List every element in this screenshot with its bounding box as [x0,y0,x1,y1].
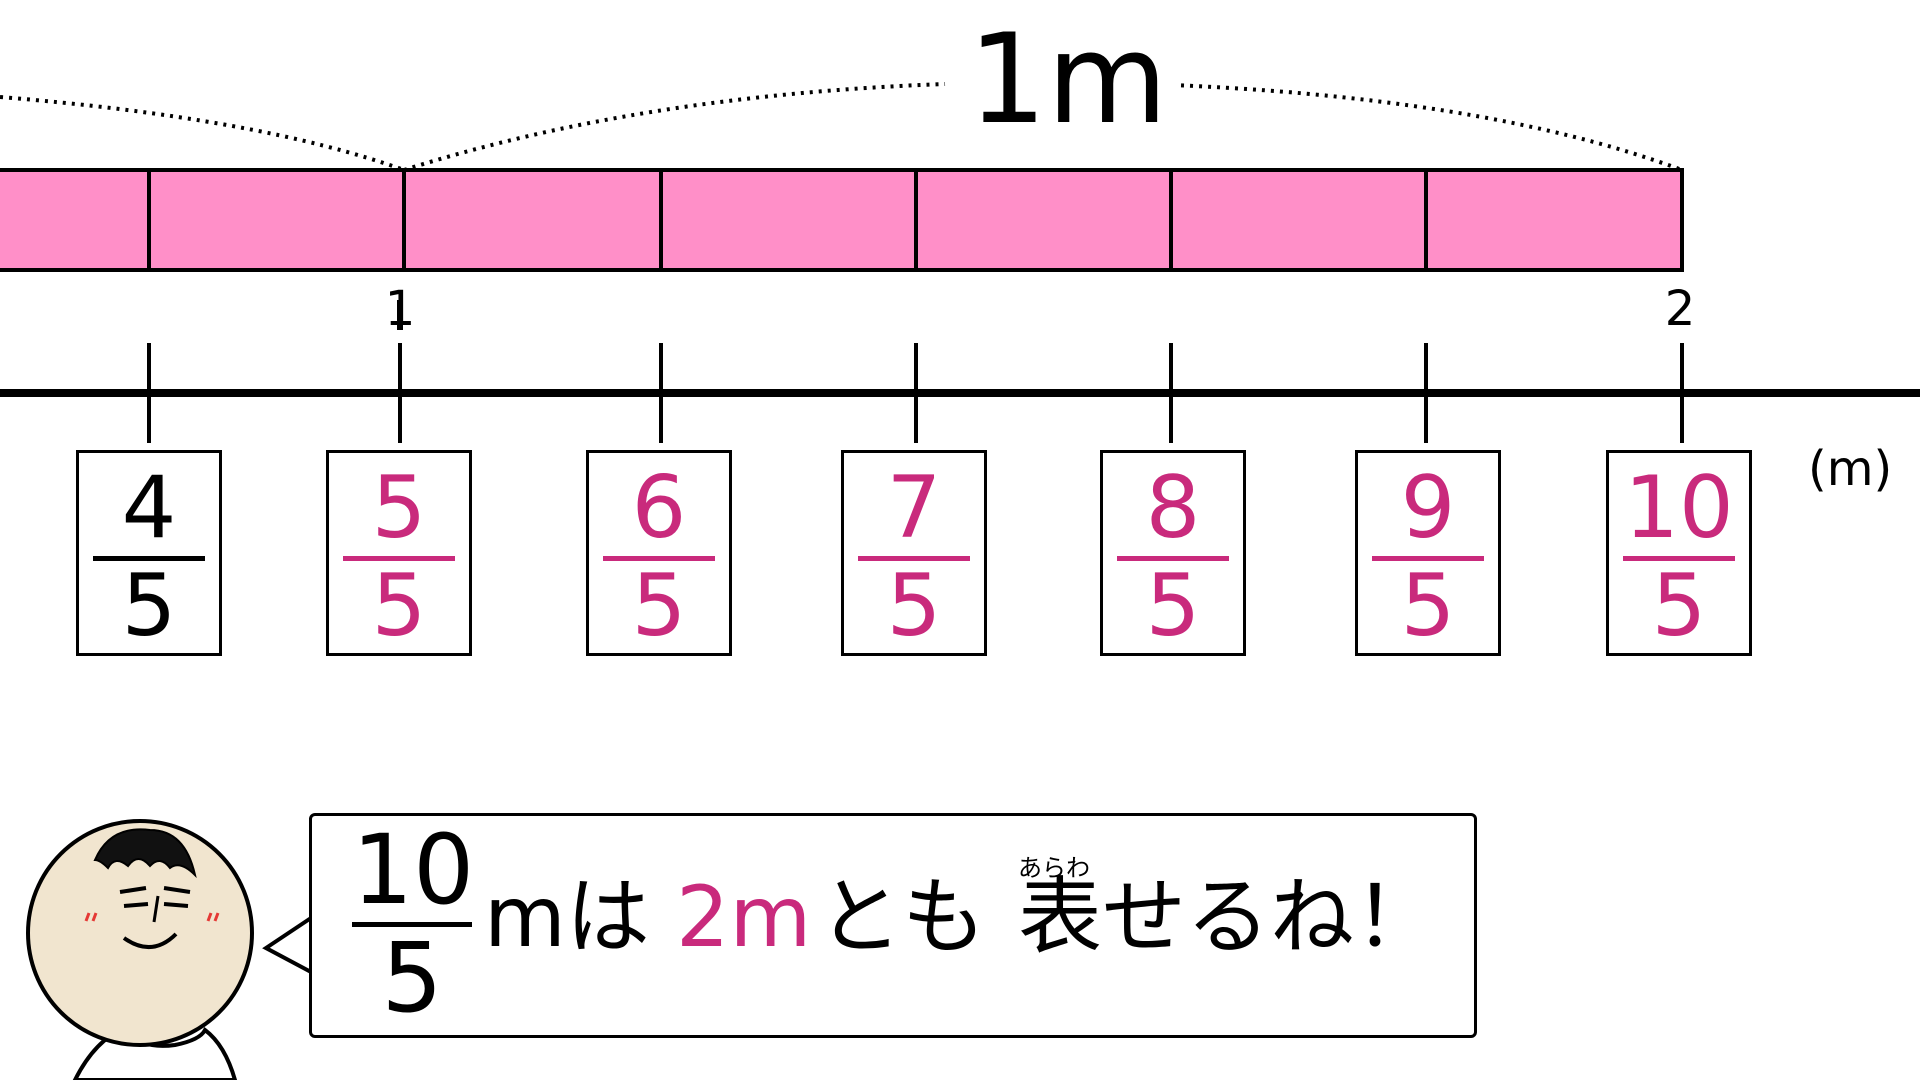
speech-fraction-bar [352,922,472,927]
number-line-ticks [147,343,1684,443]
character-eye-right [163,902,189,908]
fraction-numerator: 9 [1400,458,1456,558]
fraction-numerator: 7 [886,458,942,558]
tick-label-2: 2 [1664,281,1696,337]
fraction-bar [93,556,205,561]
fraction-numerator: 5 [371,458,427,558]
fraction-denominator: 5 [371,556,427,656]
speech-text-highlight: 2m [676,868,812,966]
fraction-denominator: 5 [631,556,687,656]
brace-left-curve [0,95,405,172]
character-eyebrow-left [119,886,147,894]
speech-text-middle: とも [818,868,987,966]
fraction-denominator: 5 [1145,556,1201,656]
unit-label: (m) [1808,441,1893,497]
speech-ruby: あらわ [1018,854,1090,882]
character-cheek-left [84,912,98,922]
character-hair [93,828,197,879]
brace-label: 1m [960,18,1176,142]
fraction-numerator: 10 [1624,458,1734,558]
fraction-bar [858,556,970,561]
character-avatar [26,819,254,1080]
character-mouth [122,932,178,949]
tape-dividers [147,170,1428,270]
fraction-denominator: 5 [1651,556,1707,656]
fraction-numerator: 4 [121,458,177,558]
fraction-bar [343,556,455,561]
speech-bubble-tail [262,916,313,974]
character-eye-left [123,902,149,908]
fraction-numerator: 8 [1145,458,1201,558]
fraction-bar [603,556,715,561]
fraction-bar [1117,556,1229,561]
character-cheek-right [206,912,220,922]
fraction-bar [1623,556,1735,561]
fraction-denominator: 5 [121,556,177,656]
brace-right-curve [1144,82,1683,172]
brace-middle-curve [403,82,946,172]
fraction-numerator: 6 [631,458,687,558]
speech-fraction-numerator: 10 [352,814,475,926]
speech-text-unit: mは [484,868,650,966]
character-nose [152,895,160,923]
speech-text-end: 表せるね！ [1018,868,1439,966]
character-eyebrow-right [163,886,191,894]
fraction-denominator: 5 [886,556,942,656]
speech-fraction-denominator: 5 [381,922,443,1034]
speech-bubble [309,813,1477,1038]
fraction-denominator: 5 [1400,556,1456,656]
fraction-bar [1372,556,1484,561]
tape-bar [0,168,1684,272]
tick-label-1: 1 [384,281,416,337]
